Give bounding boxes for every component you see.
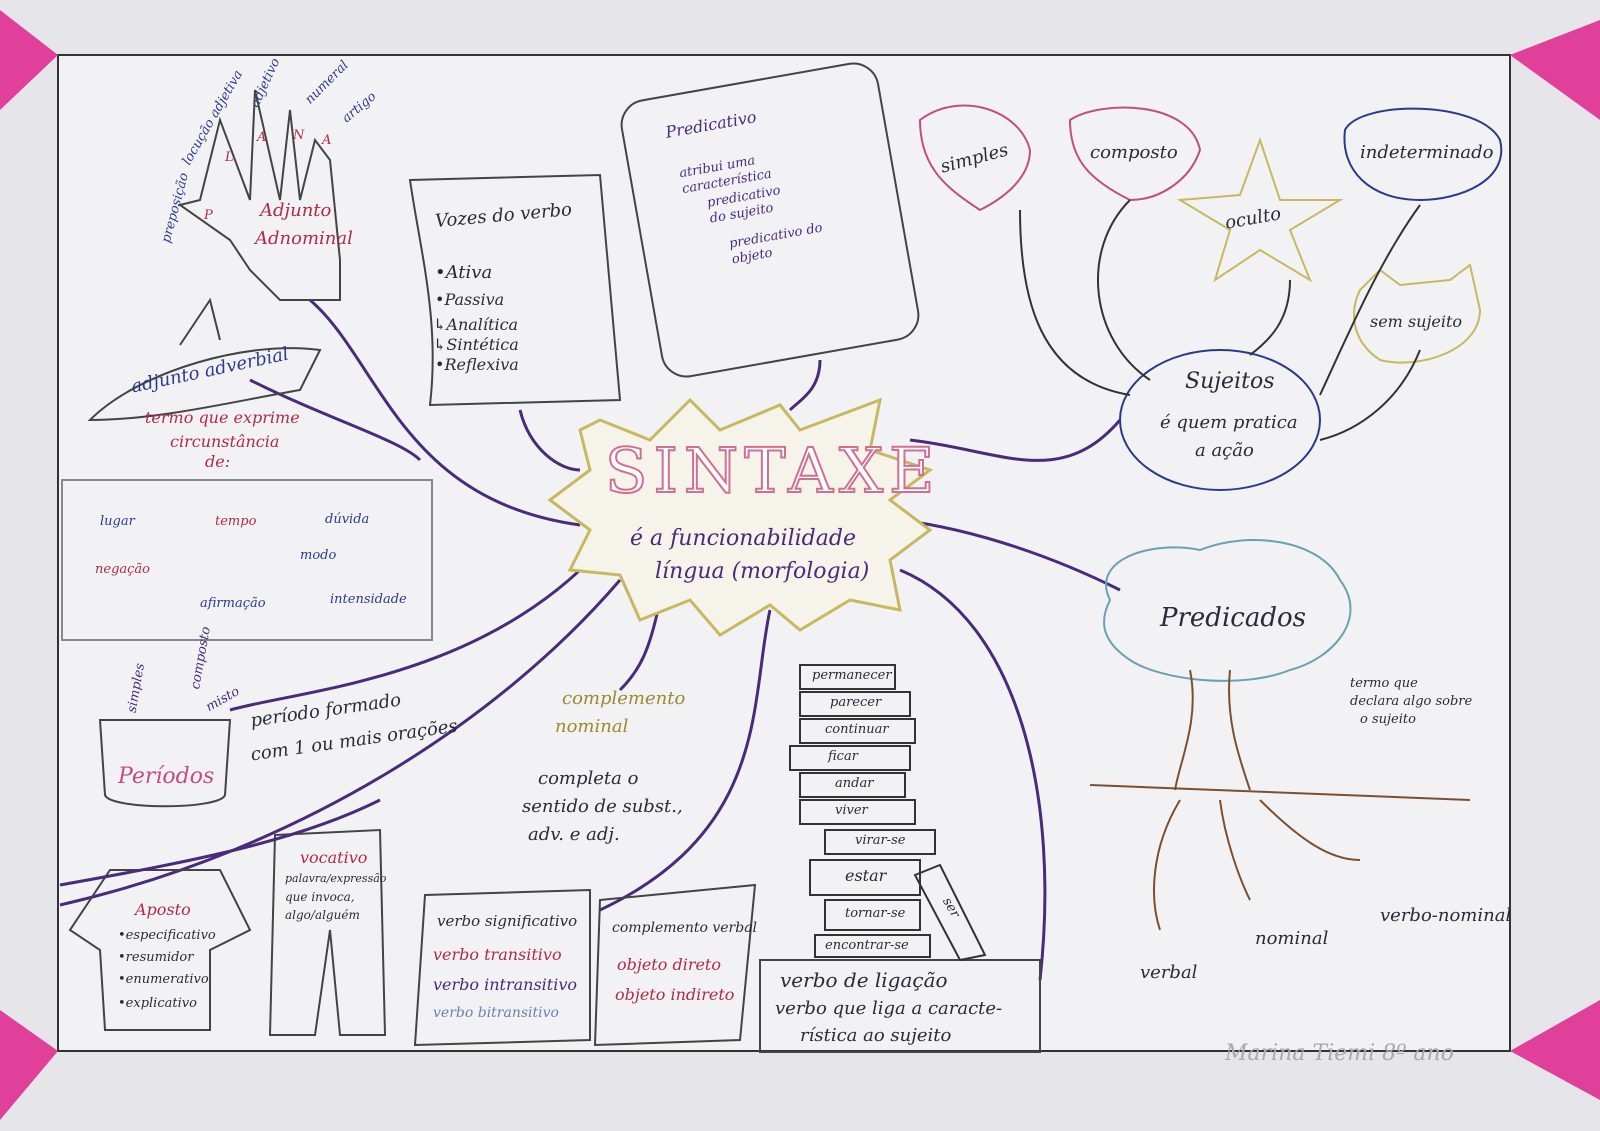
adjunto-adnominal-title-2: Adnominal [255, 228, 353, 249]
book-label: parecer [830, 695, 882, 710]
verbo-item: verbo bitransitivo [433, 1005, 559, 1021]
verbo-item: verbo intransitivo [433, 975, 578, 994]
fish-area [61, 479, 433, 641]
vocativo-desc: palavra/expressão [285, 872, 387, 885]
verbo-item: verbo transitivo [433, 945, 562, 964]
vocativo-desc: algo/alguém [285, 908, 360, 922]
hand-outline [177, 89, 341, 301]
complemento-verbal-item: complemento verbal [612, 920, 758, 936]
center-burst [547, 397, 934, 637]
sujeito-type: sem sujeito [1370, 312, 1463, 331]
complemento-nominal-desc: sentido de subst., [522, 796, 683, 817]
book-label: tornar-se [845, 906, 906, 921]
complemento-nominal-desc: completa o [538, 768, 639, 789]
adjunto-adverbial-desc: circunstância [170, 432, 280, 451]
book-label: permanecer [812, 668, 892, 683]
book-label: encontrar-se [825, 938, 909, 953]
aposto-title: Aposto [135, 900, 191, 919]
complemento-verbal-item: objeto direto [617, 955, 721, 974]
vozes-item: •Reflexiva [435, 355, 519, 374]
phone-outline [620, 62, 920, 378]
predicado-type: verbo-nominal [1380, 905, 1512, 926]
finger-letter: A [257, 130, 267, 145]
book-label: estar [845, 866, 887, 885]
finger-letter: N [293, 128, 305, 143]
aposto-item: •resumidor [118, 950, 194, 965]
book-label: viver [835, 803, 868, 818]
box-verbo-significativo [413, 888, 591, 1047]
pants-outline [268, 828, 387, 1036]
adjunto-adnominal-title-1: Adjunto [260, 200, 332, 221]
aposto-item: •explicativo [118, 996, 197, 1011]
predicado-type: verbal [1140, 962, 1198, 983]
fish-label: afirmação [200, 596, 266, 611]
box-complemento-verbal [593, 883, 757, 1047]
corner-tape [0, 10, 1600, 1120]
sujeitos-title: Sujeitos [1185, 369, 1275, 394]
fish-label: lugar [100, 514, 135, 529]
predicados-desc: declara algo sobre [1350, 694, 1473, 709]
sujeito-type: indeterminado [1360, 142, 1494, 163]
box-verbo-ligacao [759, 959, 1041, 1053]
verbo-ligacao-desc: rística ao sujeito [800, 1025, 952, 1046]
vozes-item: •Passiva [435, 290, 505, 309]
pot-outline [98, 719, 232, 808]
books-stack [789, 664, 987, 962]
center-title: SINTAXE [604, 433, 941, 508]
fish-label: modo [300, 548, 337, 563]
vozes-item: ↳Sintética [433, 335, 519, 354]
vozes-item: ↳Analítica [433, 315, 519, 334]
book-label: andar [835, 776, 874, 791]
book-label: ficar [828, 749, 858, 764]
fish-label: negação [95, 562, 150, 577]
verbo-ligacao-title: verbo de ligação [780, 968, 948, 992]
vozes-item: •Ativa [435, 262, 493, 283]
vocativo-title: vocativo [300, 848, 368, 867]
complemento-nominal-title: complemento [562, 688, 686, 709]
center-subtitle-2: língua (morfologia) [655, 559, 870, 584]
sujeito-type: composto [1090, 142, 1178, 163]
aposto-item: •especificativo [118, 928, 216, 943]
periodos-title: Períodos [118, 764, 215, 789]
sujeitos-desc: a ação [1195, 440, 1254, 461]
vocativo-desc: que invoca, [285, 890, 355, 904]
fish-label: intensidade [330, 592, 407, 607]
signature: Marina Tiemi 8º ano [1225, 1041, 1454, 1066]
sujeitos-ellipse [1119, 349, 1321, 491]
predicados-desc: o sujeito [1360, 712, 1416, 727]
finger-letter: L [225, 150, 234, 165]
verbo-ligacao-desc: verbo que liga a caracte- [775, 998, 1003, 1019]
sujeito-shapes [918, 104, 1503, 441]
predicados-title: Predicados [1160, 603, 1306, 633]
complemento-nominal-title: nominal [555, 716, 629, 737]
adjunto-adverbial-desc: de: [205, 452, 231, 471]
tshirt-outline [68, 869, 252, 1031]
verbo-item: verbo significativo [437, 912, 578, 930]
complemento-verbal-item: objeto indireto [615, 985, 735, 1004]
center-subtitle-1: é a funcionabilidade [630, 526, 856, 551]
predicados-desc: termo que [1350, 676, 1418, 691]
paper-sheet [408, 173, 622, 407]
book-label: virar-se [855, 833, 906, 848]
aposto-item: •enumerativo [118, 972, 209, 987]
adjunto-adverbial-desc: termo que exprime [145, 408, 300, 427]
sujeitos-desc: é quem pratica [1160, 412, 1298, 433]
tree [1089, 539, 1471, 931]
complemento-nominal-desc: adv. e adj. [528, 824, 620, 845]
fish-label: tempo [215, 514, 257, 529]
fish-label: dúvida [325, 512, 370, 527]
dolphin-outline [87, 297, 322, 422]
predicado-type: nominal [1255, 928, 1329, 949]
book-label: continuar [825, 722, 889, 737]
finger-letter: A [322, 133, 332, 148]
finger-letter: P [204, 208, 213, 223]
